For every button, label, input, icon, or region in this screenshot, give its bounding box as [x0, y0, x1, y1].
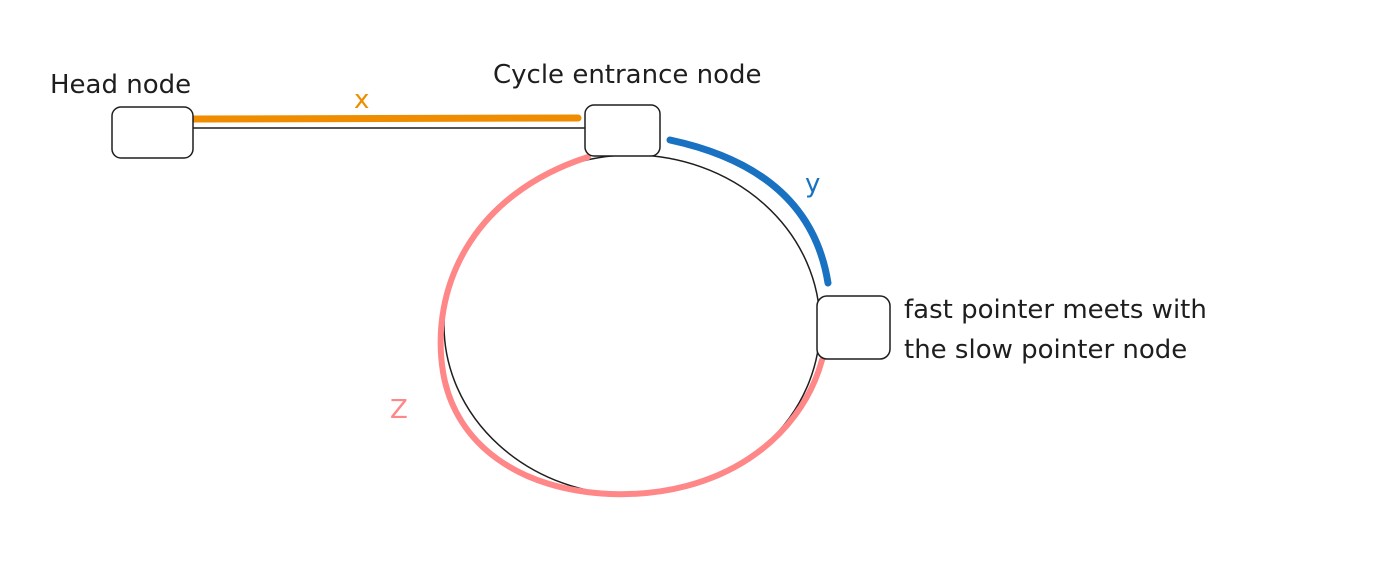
- cycle-entrance-node-label: Cycle entrance node: [493, 60, 762, 90]
- meeting-node-label-line1: fast pointer meets with: [904, 295, 1207, 325]
- segment-y-label: y: [805, 169, 820, 199]
- segment-y-path: [666, 136, 832, 287]
- segment-z-path: [437, 154, 825, 498]
- meeting-node-box: [816, 295, 891, 360]
- segment-z-label: Z: [390, 395, 408, 425]
- segment-x-label: x: [354, 85, 369, 115]
- segment-x-path: [189, 114, 582, 123]
- head-node-box: [111, 106, 194, 159]
- head-node-label: Head node: [50, 70, 191, 100]
- cycle-entrance-node-box: [584, 104, 661, 157]
- meeting-node-label-line2: the slow pointer node: [904, 335, 1187, 365]
